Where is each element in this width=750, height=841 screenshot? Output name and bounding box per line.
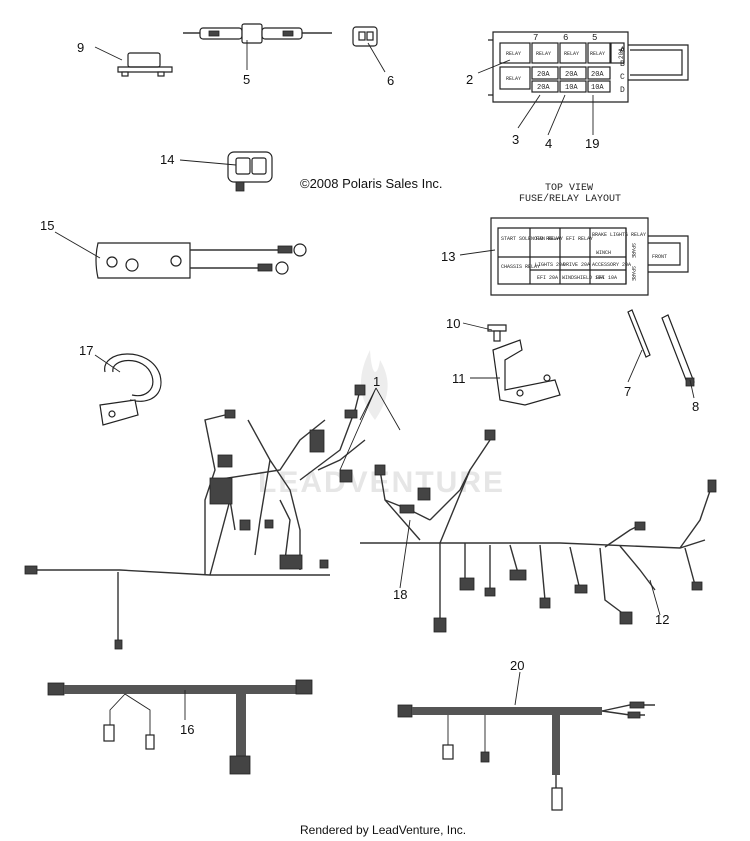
layout-cell: DRIVE 20A: [563, 262, 590, 268]
part-16-sub-harness: [47, 679, 313, 775]
main-wiring-harness: [24, 384, 717, 650]
footer-credit: Rendered by LeadVenture, Inc.: [300, 823, 466, 837]
callout-3: 3: [512, 132, 519, 147]
part-13-fuse-relay-layout: TOP VIEW FUSE/RELAY LAYOUT START SOLENOI…: [490, 183, 689, 296]
callout-numbers: 1 2 3 4 5 6 7 8 9 10 11 12 13 14 15 16 1…: [40, 40, 699, 737]
part-20-sub-harness: [397, 701, 655, 811]
layout-side-label: SPARE: [630, 266, 636, 281]
fuse-box-fuse-label: 20A: [565, 71, 578, 79]
layout-title-line1: TOP VIEW: [545, 183, 593, 194]
layout-cell: EFI 20A: [537, 275, 558, 281]
callout-13: 13: [441, 249, 455, 264]
layout-cell: ACCESSORY 20A: [592, 262, 631, 268]
callout-11: 11: [452, 371, 466, 386]
callout-8: 8: [692, 399, 699, 414]
part-7-cable-tie: [627, 309, 651, 358]
layout-cell: FAN RELAY: [536, 236, 563, 242]
fuse-box-relay-label: RELAY: [506, 76, 521, 82]
callout-16: 16: [180, 722, 194, 737]
fuse-box-relay-label: RELAY: [590, 51, 605, 57]
callout-2: 2: [466, 72, 473, 87]
fuse-box-col-marker: 6: [563, 33, 568, 43]
fuse-box-fuse-label: 10A: [591, 84, 604, 92]
fuse-box-relay-label: RELAY: [536, 51, 551, 57]
layout-cell: WINCH: [596, 250, 611, 256]
layout-cell: EFI RELAY: [566, 236, 593, 242]
copyright-notice: ©2008 Polaris Sales Inc.: [300, 176, 443, 191]
callout-12: 12: [655, 612, 669, 627]
callout-14: 14: [160, 152, 174, 167]
part-11-bracket: [492, 339, 561, 406]
callout-6: 6: [387, 73, 394, 88]
layout-tab-label: FRONT: [652, 254, 667, 260]
fuse-box-row-marker: B: [620, 60, 625, 69]
fuse-box-row-marker: A: [620, 46, 625, 55]
callout-9: 9: [77, 40, 84, 55]
callout-7: 7: [624, 384, 631, 399]
layout-cell: CHASSIS RELAY: [501, 264, 540, 270]
callout-1: 1: [373, 374, 380, 389]
fuse-box-relay-label: RELAY: [506, 51, 521, 57]
layout-side-label: SPARE: [630, 243, 636, 258]
fuse-box-fuse-label: 20A: [591, 71, 604, 79]
fuse-box-fuse-label: 20A: [618, 48, 625, 59]
fuse-box-fuse-label: 10A: [565, 84, 578, 92]
part-14-connector: [227, 151, 273, 192]
fuse-box-fuse-label: 20A: [537, 84, 550, 92]
part-5-inline-fuse-holder: [183, 23, 332, 44]
part-8-cable-tie: [661, 314, 695, 387]
part-17-clamp: [99, 353, 162, 426]
fuse-box-relay-label: RELAY: [564, 51, 579, 57]
part-15-ground-strap: [95, 242, 307, 279]
fuse-box-row-marker: D: [620, 86, 625, 95]
part-10-bolt: [487, 324, 507, 342]
layout-cell: BRAKE LIGHTS RELAY: [592, 232, 646, 238]
watermark: LEADVENTURE: [258, 350, 503, 499]
callout-20: 20: [510, 658, 524, 673]
part-2-fuse-box: 7 6 5 A B C D RELAY RELAY RELAY RELAY RE…: [488, 31, 689, 103]
callout-18: 18: [393, 587, 407, 602]
leader-lines: [54, 40, 695, 720]
fuse-box-col-marker: 7: [533, 33, 538, 43]
fuse-box-fuse-label: 20A: [537, 71, 550, 79]
layout-cell: WINDSHIELD 10A: [562, 275, 604, 281]
fuse-box-col-marker: 5: [592, 33, 597, 43]
layout-cell: LIGHTS 20A: [535, 262, 565, 268]
callout-10: 10: [446, 316, 460, 331]
fuse-box-row-marker: C: [620, 73, 625, 82]
part-6-connector-plug: [352, 26, 378, 47]
callout-15: 15: [40, 218, 54, 233]
callout-17: 17: [79, 343, 93, 358]
layout-title-line2: FUSE/RELAY LAYOUT: [519, 193, 621, 205]
callout-19: 19: [585, 136, 599, 151]
callout-5: 5: [243, 72, 250, 87]
layout-cell: START SOLENOID RELAY: [501, 236, 561, 242]
layout-cell: EFI 10A: [596, 275, 617, 281]
part-9-connector-mount: [117, 52, 173, 77]
callout-4: 4: [545, 136, 552, 151]
